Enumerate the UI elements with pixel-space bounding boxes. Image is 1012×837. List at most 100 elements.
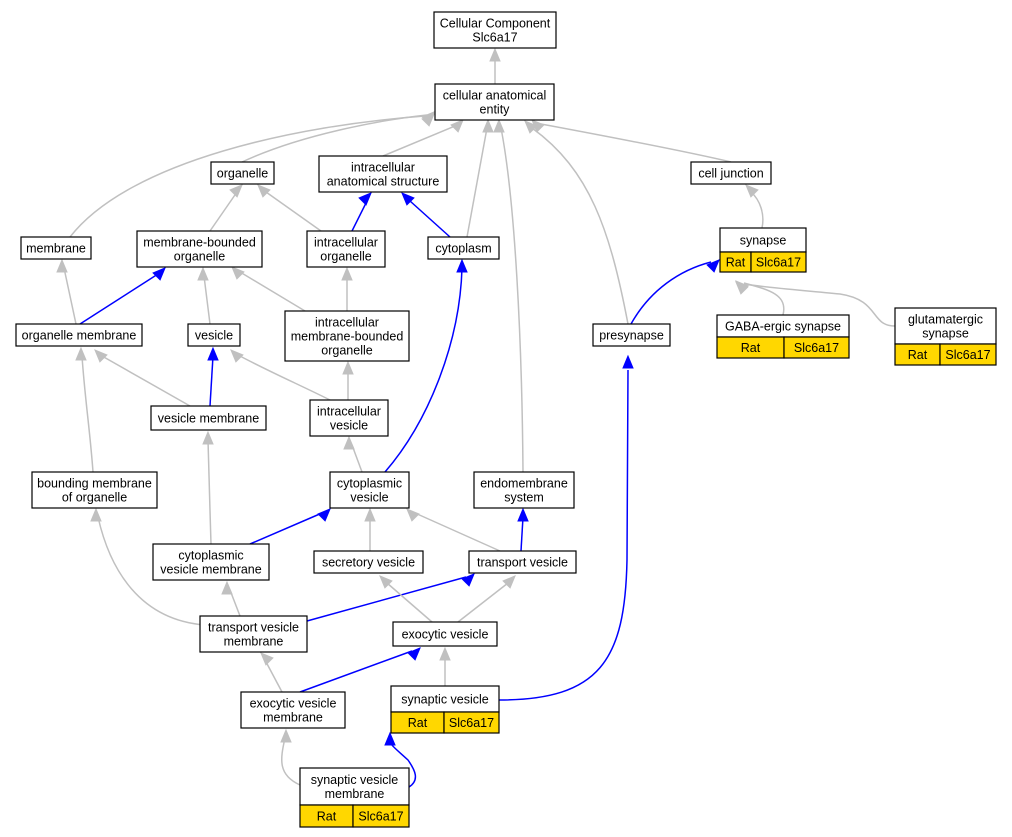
node-membrane[interactable]: membrane xyxy=(20,236,92,260)
arrow-head xyxy=(450,119,464,133)
edge-evm-to-exv xyxy=(299,647,421,693)
edge-line xyxy=(306,576,467,622)
annotation-row: Rat Slc6a17 xyxy=(716,336,850,359)
arrow-head xyxy=(202,430,214,445)
annotation-species: Rat xyxy=(741,341,761,355)
edge-exv-to-tv xyxy=(457,575,516,623)
node-label: organelle xyxy=(320,250,371,264)
node-cell_junction[interactable]: cell junction xyxy=(690,161,772,185)
edge-line xyxy=(457,582,509,623)
annotation-species: Rat xyxy=(317,810,337,824)
arrow-head xyxy=(260,652,274,666)
edge-line xyxy=(351,200,368,232)
arrow-head xyxy=(75,346,87,361)
edge-cytoplasm-to-cae xyxy=(466,118,494,238)
edge-synv-to-exv xyxy=(439,646,451,686)
node-sv[interactable]: secretory vesicle xyxy=(313,550,424,574)
node-label: synaptic vesicle xyxy=(401,693,489,707)
arrow-head xyxy=(280,728,292,743)
node-box xyxy=(592,323,671,347)
node-box xyxy=(199,615,308,653)
arrow-head xyxy=(90,507,102,522)
node-box xyxy=(306,230,386,268)
node-label: cytoplasmic xyxy=(178,549,243,563)
edge-line xyxy=(466,127,488,238)
edge-membrane-to-cae xyxy=(69,113,435,238)
edge-io-to-ias xyxy=(351,192,372,232)
edge-line xyxy=(265,191,322,232)
edge-line xyxy=(630,261,712,325)
annotation-gene: Slc6a17 xyxy=(794,341,839,355)
edge-layer xyxy=(56,47,896,788)
edge-tvm-to-tv xyxy=(306,573,475,622)
node-label: entity xyxy=(480,103,511,117)
annotation-gene: Slc6a17 xyxy=(358,810,403,824)
arrow-head xyxy=(622,354,634,369)
annotation-gene: Slc6a17 xyxy=(945,348,990,362)
node-presynapse[interactable]: presynapse xyxy=(592,323,671,347)
edge-cae-to-root xyxy=(489,47,501,84)
edge-line xyxy=(249,512,323,545)
edge-cvm-to-cv xyxy=(249,508,331,545)
edge-line xyxy=(386,582,433,623)
edge-line xyxy=(500,127,524,473)
edge-line xyxy=(384,267,463,473)
node-exv[interactable]: exocytic vesicle xyxy=(392,621,498,647)
arrow-head xyxy=(745,184,759,198)
node-label: membrane-bounded xyxy=(143,236,256,250)
node-label: exocytic vesicle xyxy=(250,697,337,711)
node-box xyxy=(690,161,772,185)
node-box xyxy=(318,155,448,193)
node-organelle[interactable]: organelle xyxy=(210,161,275,185)
annotation-species: Rat xyxy=(726,256,746,270)
node-label: cellular anatomical xyxy=(443,89,547,103)
edge-line xyxy=(207,439,212,545)
edge-sv-to-cv xyxy=(364,507,376,551)
annotation-gene-cell xyxy=(939,343,997,366)
edge-cvm-to-vm xyxy=(202,430,214,545)
arrow-head xyxy=(406,508,420,522)
edge-io-to-organelle xyxy=(257,184,322,232)
node-tv[interactable]: transport vesicle xyxy=(468,550,577,574)
node-label: vesicle xyxy=(195,329,233,343)
node-box xyxy=(20,236,92,260)
node-box xyxy=(15,323,143,347)
edge-line xyxy=(97,516,206,626)
node-label: intracellular xyxy=(314,236,378,250)
node-box xyxy=(210,161,275,185)
edge-cv-to-cytoplasm xyxy=(384,258,468,473)
annotation-gene-cell xyxy=(352,804,410,828)
node-label: synapse xyxy=(740,234,787,248)
edge-tvm-to-cvm xyxy=(221,580,241,617)
node-cytoplasm[interactable]: cytoplasm xyxy=(427,236,500,260)
node-om[interactable]: organelle membrane xyxy=(15,323,143,347)
arrow-head xyxy=(421,113,435,127)
node-vesicle[interactable]: vesicle xyxy=(187,323,241,347)
node-label: membrane xyxy=(26,242,86,256)
arrow-head xyxy=(489,47,501,62)
node-label: membrane xyxy=(224,635,284,649)
node-label: endomembrane xyxy=(480,477,568,491)
arrow-head xyxy=(461,573,475,587)
edge-vm-to-vesicle xyxy=(207,346,219,407)
node-vm[interactable]: vesicle membrane xyxy=(150,405,267,431)
